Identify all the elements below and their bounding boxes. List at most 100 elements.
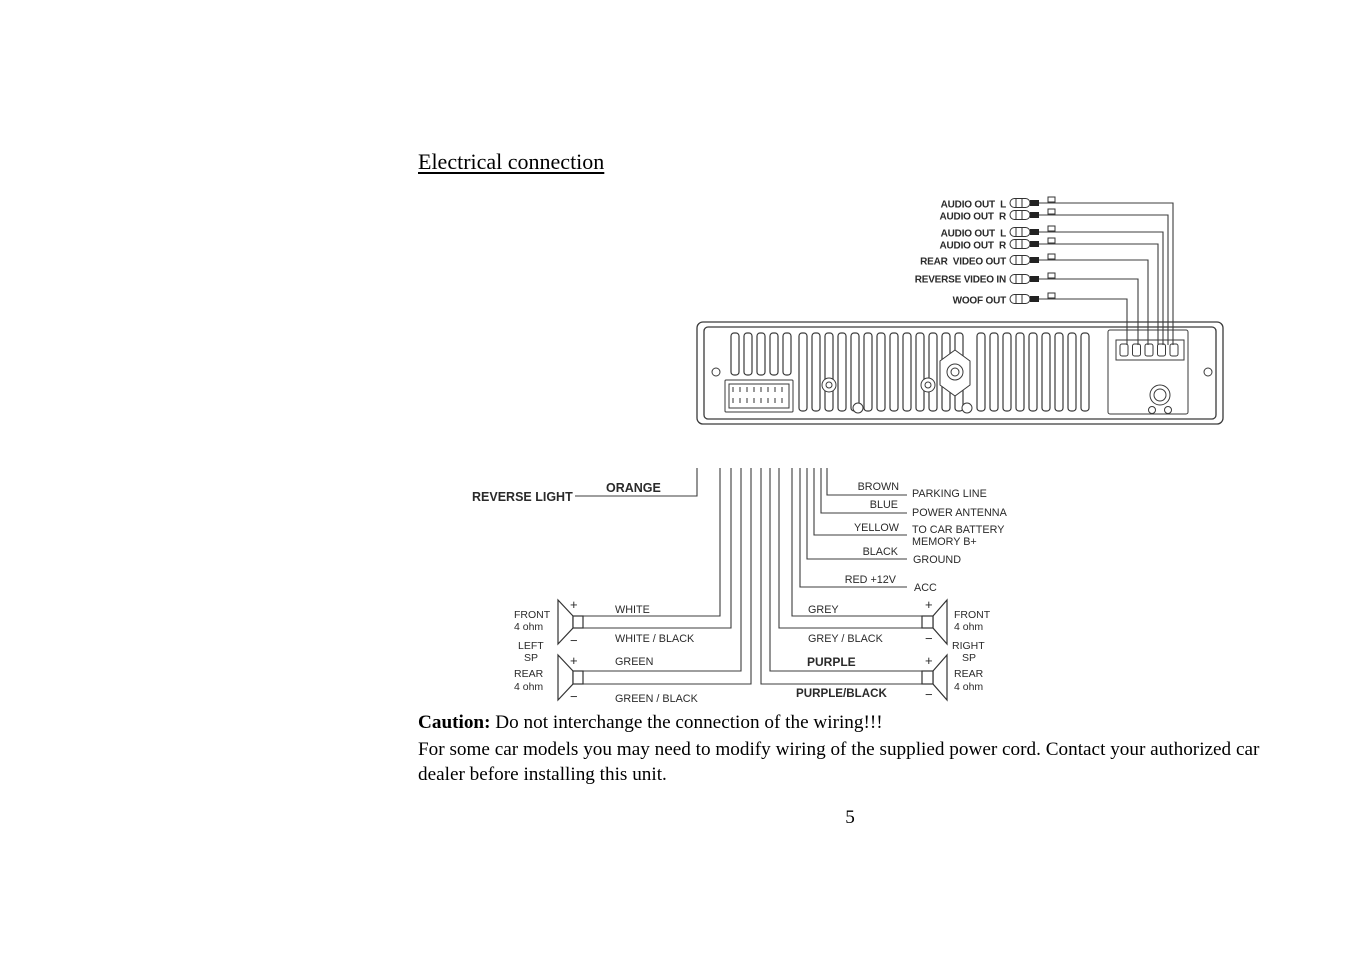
- wire-blue: [820, 468, 907, 514]
- right-rear-label: REAR: [954, 668, 984, 680]
- rca-socket: [1132, 343, 1141, 357]
- side-screw: [1203, 367, 1213, 377]
- rca-label-woof-out: WOOF OUT: [953, 296, 1006, 307]
- grey-wire-label: GREY: [808, 604, 839, 616]
- heatsink-fin: [811, 332, 821, 412]
- rca-socket: [1144, 343, 1154, 357]
- heatsink-fin: [1015, 332, 1025, 412]
- rca-socket: [1169, 343, 1179, 357]
- minus-sign: −: [925, 687, 933, 702]
- heatsink-fin: [863, 332, 873, 412]
- heatsink-fin: [756, 332, 766, 376]
- wire-orange: [575, 468, 698, 497]
- right-front-label: FRONT: [954, 609, 991, 621]
- green-wire-label: GREEN: [615, 656, 653, 668]
- heatsink-fin: [782, 332, 792, 376]
- purple-wire-label: PURPLE: [807, 655, 856, 669]
- rca-socket: [1119, 343, 1129, 357]
- rca-cable: [1039, 259, 1149, 345]
- heatsink-fins: [730, 332, 1090, 412]
- right-sp-label: SP: [962, 652, 976, 664]
- rca-label-audio-out-r-front: AUDIO OUT R: [940, 212, 1007, 223]
- left-front-label: FRONT: [514, 609, 551, 621]
- installation-note: For some car models you may need to modi…: [418, 738, 1260, 785]
- left-sp-label: SP: [524, 652, 538, 664]
- orange-wire-label: ORANGE: [606, 481, 661, 495]
- rca-plug-sleeve: [1030, 276, 1039, 282]
- speaker-cone: [932, 598, 948, 646]
- heatsink-fin: [1067, 332, 1077, 412]
- green-black-wire-label: GREEN / BLACK: [615, 693, 699, 705]
- heatsink-fin: [798, 332, 808, 412]
- center-mount-bolt-core: [950, 367, 960, 377]
- brown-wire-label: BROWN: [858, 481, 899, 493]
- wire-grey-black: [778, 468, 922, 629]
- rca-plug-sleeve: [1030, 229, 1039, 235]
- minus-sign: −: [570, 689, 578, 704]
- plus-sign: +: [570, 597, 578, 612]
- heatsink-fin: [1002, 332, 1012, 412]
- heatsink-fin: [915, 332, 925, 412]
- section-title: Electrical connection: [418, 149, 605, 174]
- heatsink-fin: [1080, 332, 1090, 412]
- power-antenna-label: POWER ANTENNA: [912, 507, 1008, 519]
- rca-plug-sleeve: [1030, 296, 1039, 302]
- rca-plug: [1009, 294, 1031, 304]
- rca-plug: [1009, 239, 1031, 249]
- iso-connector-pins: [732, 387, 783, 403]
- rca-label-reverse-video-in: REVERSE VIDEO IN: [915, 275, 1006, 286]
- speaker-magnet: [572, 670, 584, 685]
- head-unit-rear-panel: [696, 321, 1224, 425]
- red-wire-label: RED +12V: [845, 574, 897, 586]
- rca-plug: [1009, 198, 1031, 208]
- wire-grey: [791, 468, 922, 617]
- left-rear-label: REAR: [514, 668, 544, 680]
- rca-cable: [1039, 202, 1174, 345]
- left-front-speaker: [557, 598, 584, 646]
- rca-plug-sleeve: [1030, 241, 1039, 247]
- antenna-socket-core: [1153, 388, 1167, 402]
- rca-cable-tag: [1047, 237, 1056, 244]
- rca-plug-sleeve: [1030, 212, 1039, 218]
- heatsink-fin: [876, 332, 886, 412]
- speaker-magnet: [572, 615, 584, 629]
- heatsink-fin: [889, 332, 899, 412]
- heatsink-fin: [1028, 332, 1038, 412]
- white-wire-label: WHITE: [615, 604, 650, 616]
- rca-cable: [1039, 214, 1169, 345]
- reverse-light-label: REVERSE LIGHT: [472, 490, 573, 504]
- side-screw: [711, 367, 721, 377]
- rca-label-audio-out-l-front: AUDIO OUT L: [941, 200, 1006, 211]
- speaker-magnet: [921, 615, 934, 629]
- rca-socket: [1157, 343, 1166, 357]
- memory-b-plus-label: MEMORY B+: [912, 536, 977, 548]
- wire-white-black: [583, 468, 732, 629]
- left-front-impedance: 4 ohm: [514, 621, 543, 633]
- wire-black: [806, 468, 907, 560]
- rca-plug: [1009, 274, 1031, 284]
- rca-sockets: [1119, 343, 1179, 357]
- rca-cable-tag: [1047, 208, 1056, 215]
- rca-label-audio-out-l-rear: AUDIO OUT L: [941, 229, 1006, 240]
- rca-output-cables: [1009, 196, 1174, 345]
- rca-plug: [1009, 210, 1031, 220]
- right-rear-impedance: 4 ohm: [954, 681, 983, 693]
- rca-cable-tag: [1047, 272, 1056, 279]
- purple-black-wire-label: PURPLE/BLACK: [796, 687, 887, 700]
- rca-cable: [1039, 243, 1159, 345]
- wire-red: [799, 468, 907, 588]
- speaker-magnet: [921, 670, 934, 685]
- ground-label: GROUND: [913, 554, 961, 566]
- rca-cable-tag: [1047, 225, 1056, 232]
- plus-sign: +: [925, 597, 933, 612]
- heatsink-fin: [837, 332, 847, 412]
- rca-cable-tag: [1047, 196, 1056, 203]
- heatsink-fin: [989, 332, 999, 412]
- plus-sign: +: [570, 653, 578, 668]
- heatsink-fin: [902, 332, 912, 412]
- left-rear-impedance: 4 ohm: [514, 681, 543, 693]
- right-rear-speaker: [921, 653, 948, 702]
- heatsink-fin: [730, 332, 740, 376]
